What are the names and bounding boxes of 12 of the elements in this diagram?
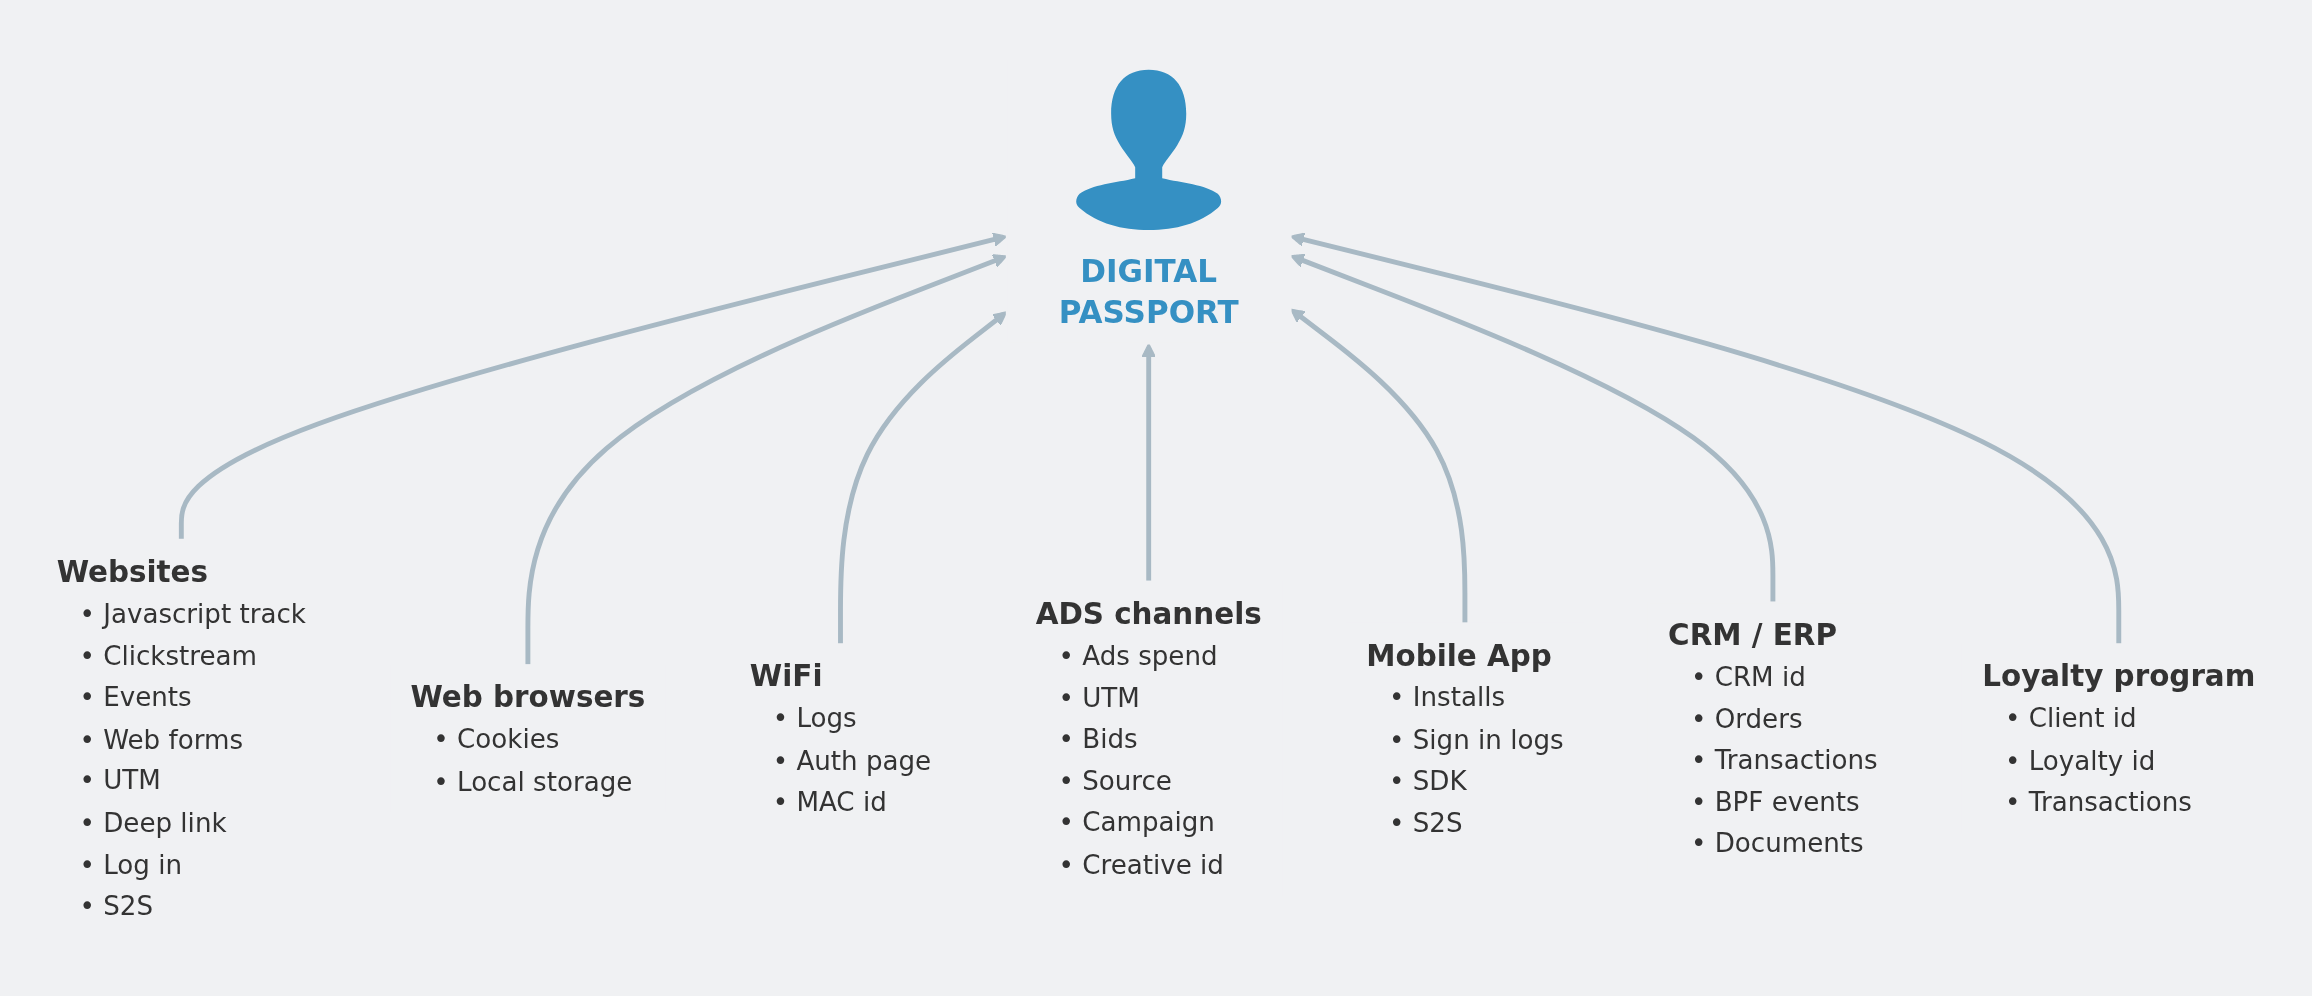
node-text: DIGITAL PASSPORT <box>1058 252 1239 329</box>
arrow <box>1290 308 1468 624</box>
node-text: Websites • Javascript track • Clickstream • Events • Web forms • UTM • Deep link • Log in • S2S <box>56 554 306 922</box>
node-text: Mobile App • Installs • Sign in logs • SDK • S2S <box>1366 637 1564 839</box>
node-text: Web browsers • Cookies • Local storage <box>410 679 646 797</box>
node-text: WiFi • Logs • Auth page • MAC id <box>749 658 932 818</box>
arrow <box>1290 232 2122 645</box>
node-text: CRM / ERP • CRM id • Orders • Transactions • BPF events • Documents <box>1668 616 1878 860</box>
arrow <box>1141 343 1156 582</box>
node-text: ADS channels • Ads spend • UTM • Bids • Source • Campaign • Creative id <box>1035 596 1262 881</box>
arrow <box>1290 253 1776 603</box>
node-text: Loyalty program • Client id • Loyalty id • Transactions <box>1982 658 2256 818</box>
